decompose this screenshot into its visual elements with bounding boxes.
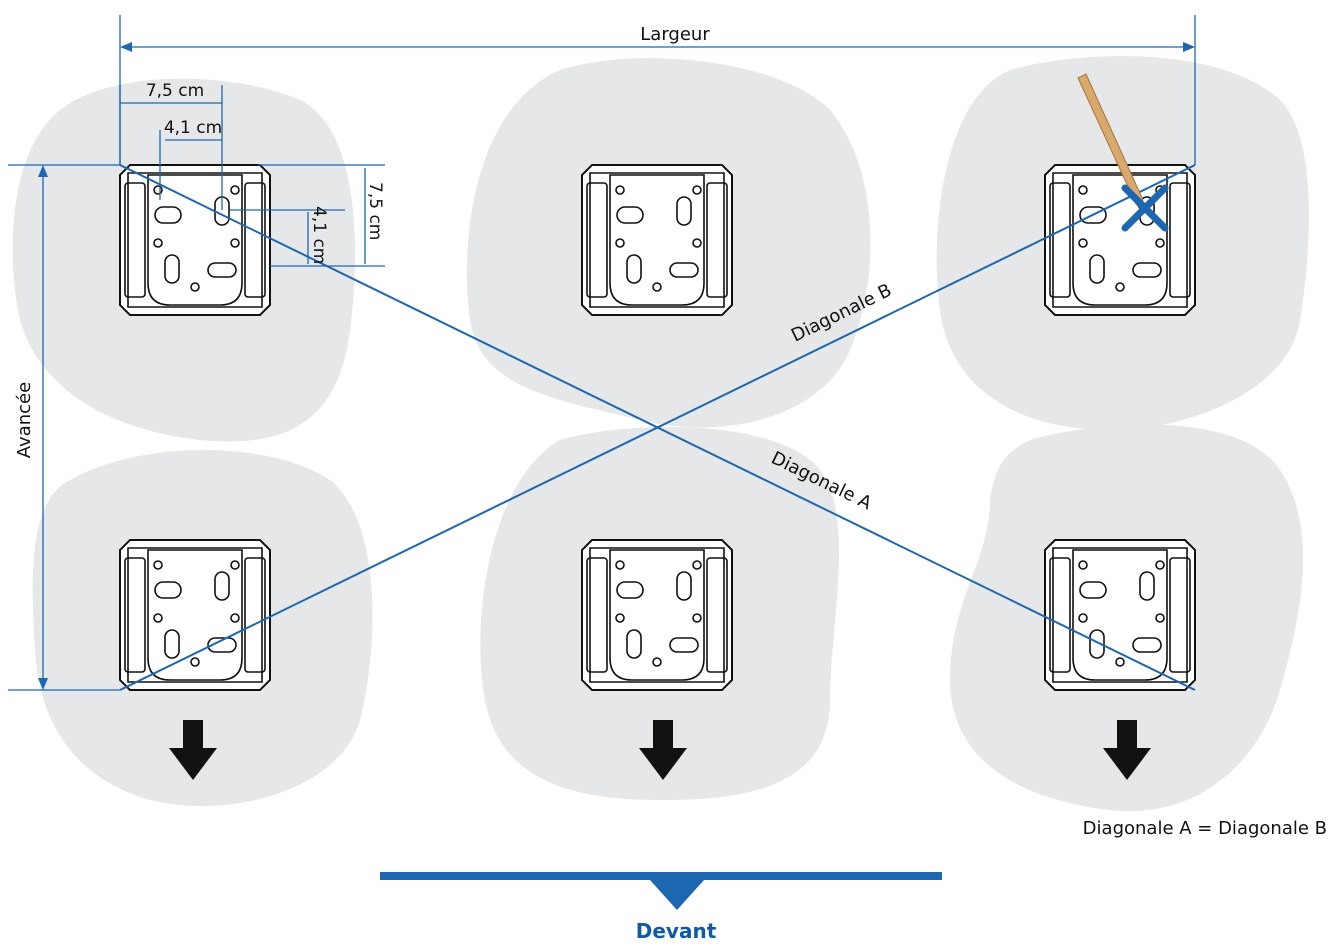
hole-spacing-4-1-vertical: 4,1 cm [309, 206, 329, 264]
hole-spacing-7-5-vertical: 7,5 cm [365, 182, 385, 240]
plate-bottom-middle [581, 539, 733, 691]
diagonal-b-line [119, 164, 1196, 691]
depth-dimension: Avancée [8, 164, 120, 691]
plate-top-middle [581, 164, 733, 316]
plate-bottom-left [119, 539, 271, 691]
x-mark-icon [1121, 184, 1169, 232]
front-indicator: Devant [380, 872, 942, 943]
depth-label: Avancée [14, 382, 35, 458]
plate-top-right [1044, 164, 1196, 316]
width-dimension: Largeur [119, 15, 1196, 165]
hole-spacing-dimensions: 7,5 cm 4,1 cm 7,5 cm 4,1 cm [119, 81, 385, 267]
front-label: Devant [636, 919, 717, 943]
plate-bottom-right [1044, 539, 1196, 691]
width-label: Largeur [640, 24, 710, 45]
diagonal-equation: Diagonale A = Diagonale B [1083, 818, 1327, 839]
plate-top-left [119, 164, 271, 316]
hole-spacing-7-5-horizontal: 7,5 cm [146, 81, 204, 101]
hole-spacing-4-1-horizontal: 4,1 cm [164, 118, 222, 138]
